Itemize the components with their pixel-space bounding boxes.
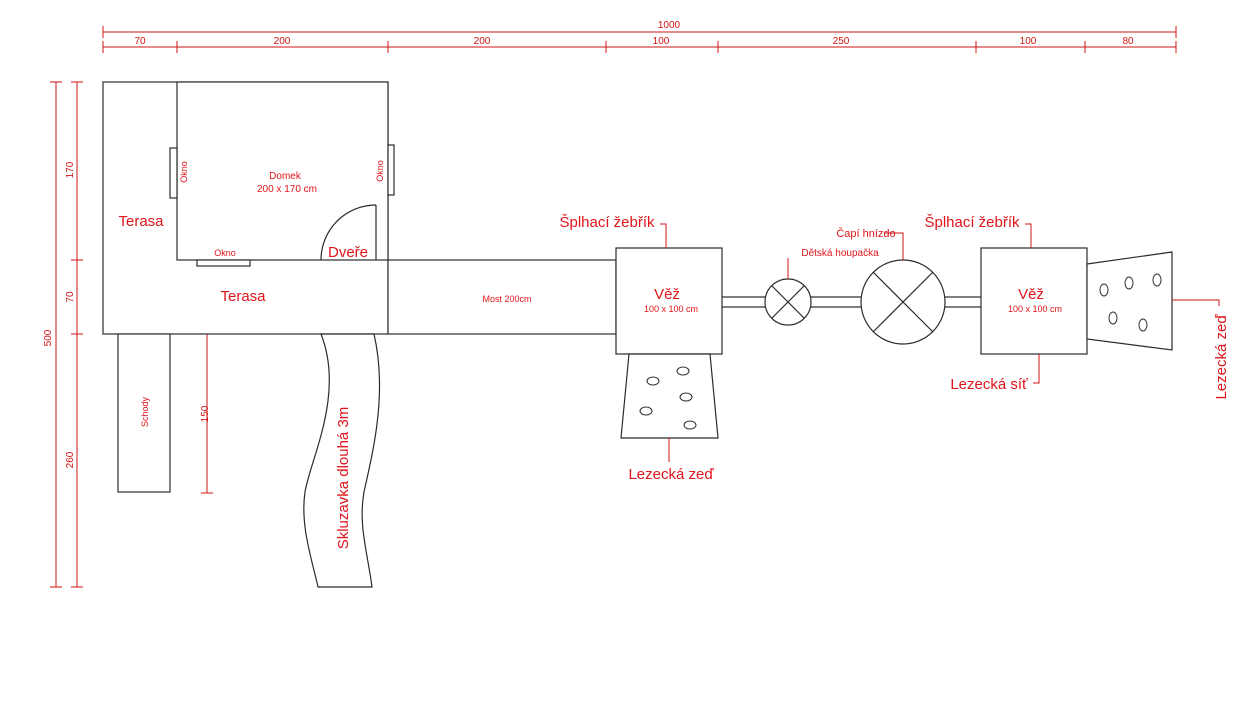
slide-outline	[303, 333, 381, 588]
tower-1-size: 100 x 100 cm	[644, 304, 698, 314]
height-segment-label: 170	[65, 161, 76, 178]
climbing-hold	[1108, 311, 1118, 325]
climbing-wall-1-label: Lezecká zeď	[628, 466, 714, 483]
net-leader	[1033, 354, 1040, 384]
window-right-label: Okno	[375, 160, 385, 182]
climbing-hold	[676, 366, 690, 376]
climbing-wall-2-leader	[1172, 299, 1220, 306]
swing-beam	[720, 296, 996, 308]
terrace-upper-label: Terasa	[118, 213, 164, 230]
house-size: 200 x 170 cm	[257, 184, 317, 195]
climbing-hold	[1124, 276, 1134, 290]
tower-2-size: 100 x 100 cm	[1008, 304, 1062, 314]
ladder-1-label: Šplhací žebřík	[559, 214, 655, 231]
top-dimensions: 1000 70 200 200 100 250 100 80	[102, 20, 1177, 53]
terrace-house: Terasa Terasa Domek 200 x 170 cm Okno Ok…	[102, 81, 395, 335]
ladder-2-leader	[1025, 223, 1032, 248]
tower-1: Věž 100 x 100 cm Šplhací žebřík Lezecká …	[559, 214, 723, 483]
nest-leader	[884, 232, 904, 260]
window-right	[387, 144, 395, 196]
swing: Dětská houpačka	[764, 248, 879, 326]
climbing-hold	[1099, 283, 1109, 297]
ladder-1-leader	[660, 223, 667, 248]
climbing-wall-1	[620, 353, 719, 439]
climbing-hold	[1138, 318, 1148, 332]
terrace-lower-label: Terasa	[220, 288, 266, 305]
bridge-outline	[387, 259, 617, 335]
climbing-hold	[646, 376, 660, 386]
total-width-label: 1000	[658, 20, 681, 31]
stairs: Schody	[117, 333, 171, 493]
window-left-label: Okno	[179, 161, 189, 183]
climbing-hold	[679, 392, 693, 402]
swing-label: Dětská houpačka	[801, 248, 879, 259]
segment-label: 200	[474, 36, 491, 47]
tower-2-title: Věž	[1018, 286, 1044, 303]
slide: Skluzavka dlouhá 3m	[303, 333, 381, 588]
climbing-net-label: Lezecká síť	[950, 376, 1028, 393]
stairs-length-label: 150	[200, 405, 211, 422]
door-swing	[320, 204, 377, 261]
height-segment-label: 70	[65, 291, 76, 303]
nest-swing: Čapí hnízdo	[836, 227, 946, 345]
house-outline	[176, 81, 389, 261]
height-segment-label: 260	[65, 451, 76, 468]
bridge: Most 200cm	[387, 259, 617, 335]
tower-2: Věž 100 x 100 cm Šplhací žebřík Lezecká …	[924, 214, 1230, 400]
segment-label: 70	[134, 36, 146, 47]
slide-label: Skluzavka dlouhá 3m	[335, 407, 352, 550]
segment-label: 250	[833, 36, 850, 47]
tower-1-title: Věž	[654, 286, 680, 303]
window-left	[169, 147, 178, 199]
climbing-wall-2	[1086, 251, 1173, 351]
climbing-hold	[1152, 273, 1162, 287]
climbing-wall-2-label: Lezecká zeď	[1213, 314, 1230, 400]
nest-label: Čapí hnízdo	[836, 227, 895, 240]
segment-label: 100	[653, 36, 670, 47]
total-height-label: 500	[43, 329, 54, 346]
ladder-2-label: Šplhací žebřík	[924, 214, 1020, 231]
door-label: Dveře	[328, 244, 368, 261]
bridge-label: Most 200cm	[482, 294, 531, 304]
segment-label: 200	[274, 36, 291, 47]
segment-label: 80	[1122, 36, 1134, 47]
segment-label: 100	[1020, 36, 1037, 47]
stairs-label: Schody	[140, 396, 150, 427]
stairs-outline	[117, 333, 171, 493]
window-bottom-label: Okno	[214, 248, 236, 258]
climbing-hold	[683, 420, 697, 430]
house-title: Domek	[269, 171, 302, 182]
tower-2-outline	[980, 247, 1088, 355]
climbing-hold	[639, 406, 653, 416]
window-bottom	[196, 259, 251, 267]
